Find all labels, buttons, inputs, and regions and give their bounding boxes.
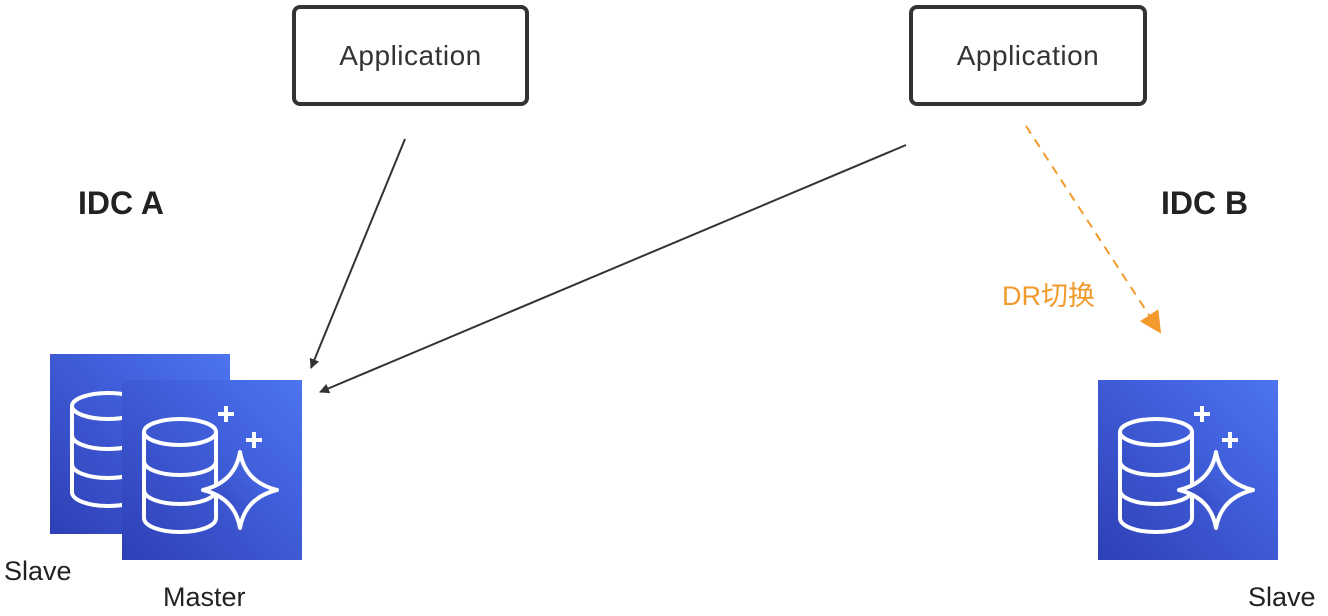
arrow-left-app-to-master xyxy=(309,138,406,369)
arrow-right-app-to-master xyxy=(319,144,907,394)
slave-right-label: Slave xyxy=(1248,582,1316,612)
application-box-right: Application xyxy=(909,5,1147,106)
master-label: Master xyxy=(163,582,246,612)
dr-switch-label: DR切换 xyxy=(1002,281,1095,311)
application-box-left: Application xyxy=(292,5,529,106)
idc-b-label: IDC B xyxy=(1161,185,1249,221)
database-slave-right-icon xyxy=(1098,380,1278,560)
slave-left-label: Slave xyxy=(4,556,72,586)
idc-a-label: IDC A xyxy=(78,185,164,221)
application-label-right: Application xyxy=(956,39,1100,71)
database-master-icon xyxy=(122,380,302,560)
dr-switch-dashed-arrow xyxy=(1025,125,1162,334)
application-label-left: Application xyxy=(339,39,482,71)
